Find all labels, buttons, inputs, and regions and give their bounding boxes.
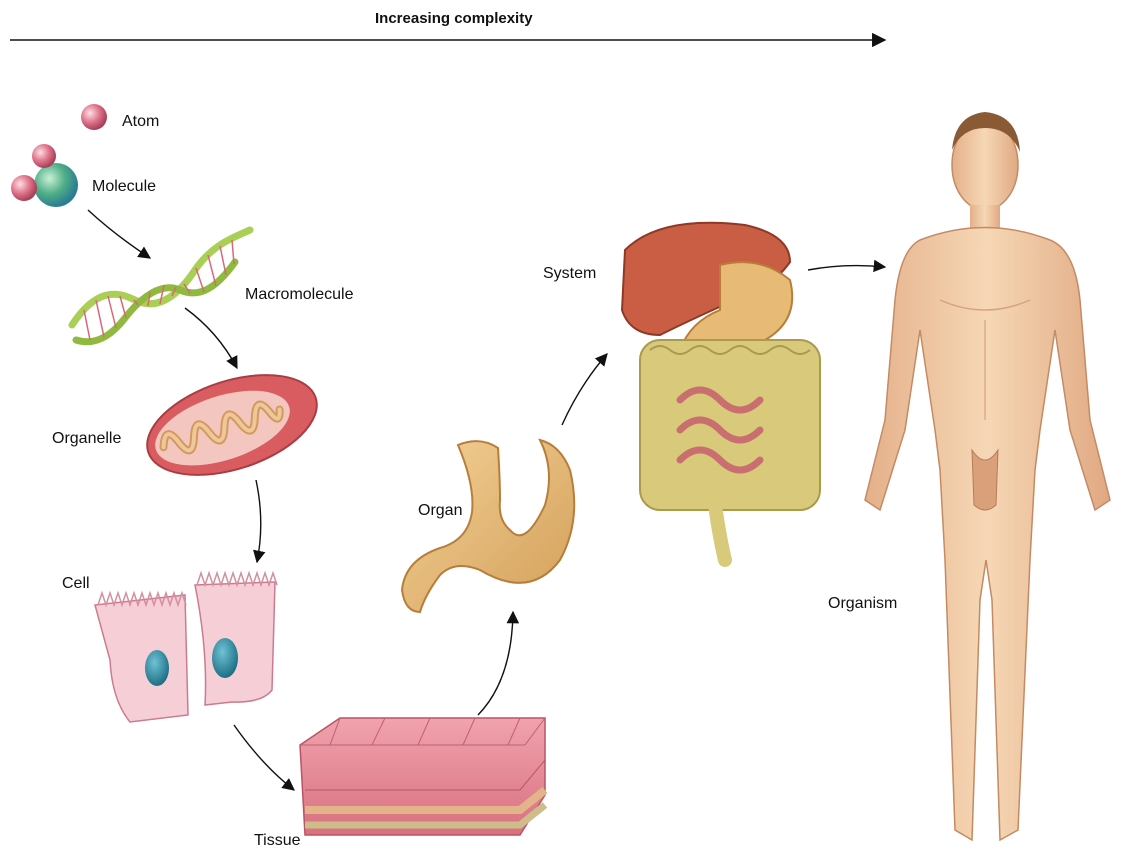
human-body-illustration: [865, 112, 1110, 840]
label-system: System: [543, 265, 596, 283]
label-organelle: Organelle: [52, 430, 121, 448]
arrow-molecule-to-macromolecule: [88, 210, 150, 258]
arrow-macromolecule-to-organelle: [185, 308, 237, 368]
label-molecule: Molecule: [92, 178, 156, 196]
arrow-organelle-to-cell: [256, 480, 261, 562]
stomach-illustration: [402, 440, 574, 612]
label-macromolecule: Macromolecule: [245, 286, 353, 304]
cell-illustration: [95, 573, 277, 722]
arrow-tissue-to-organ: [478, 612, 513, 715]
arrow-organ-to-system: [562, 354, 607, 425]
arrow-system-to-organism: [808, 266, 885, 270]
label-organism: Organism: [828, 595, 897, 613]
mitochondrion-illustration: [135, 356, 330, 494]
label-cell: Cell: [62, 575, 90, 593]
atom-illustration: [81, 104, 107, 130]
arrow-cell-to-tissue: [234, 725, 294, 790]
label-organ: Organ: [418, 502, 462, 520]
tissue-illustration: [300, 718, 545, 835]
label-tissue: Tissue: [254, 832, 301, 850]
label-atom: Atom: [122, 113, 159, 131]
dna-helix-illustration: [72, 230, 250, 342]
molecule-illustration: [11, 144, 78, 207]
digestive-system-illustration: [622, 223, 820, 560]
